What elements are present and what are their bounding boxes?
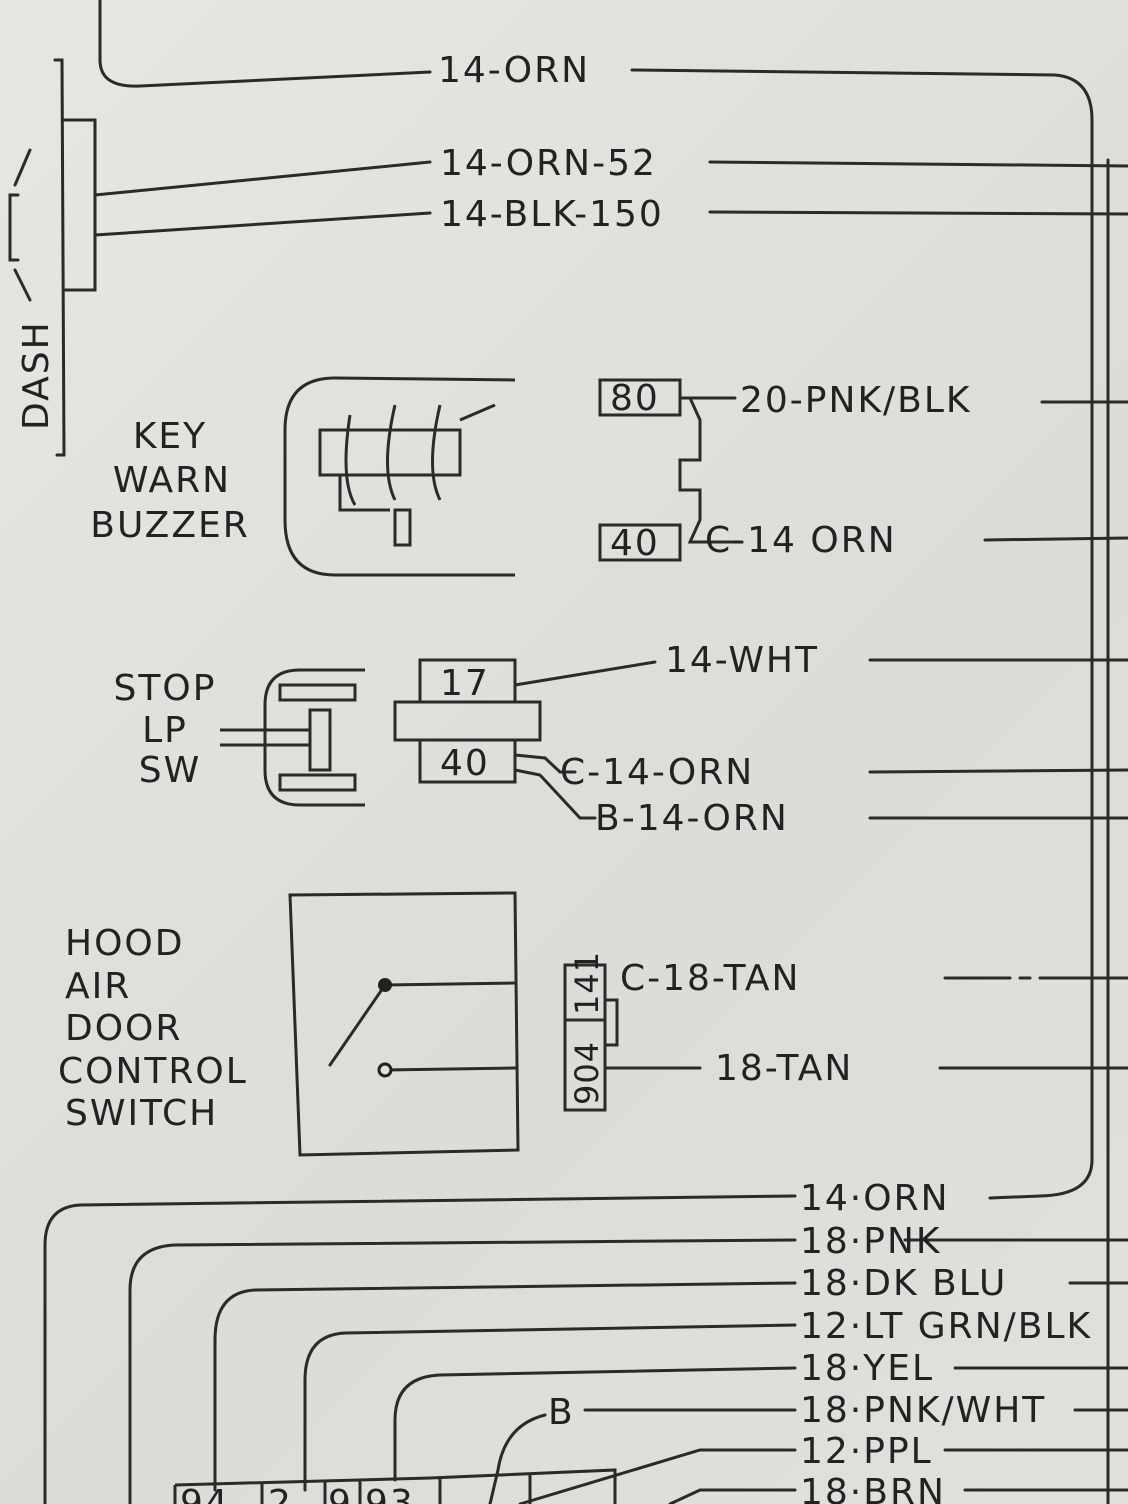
hood-label-1: HOOD: [65, 923, 184, 964]
hood-label-4: CONTROL: [58, 1051, 248, 1092]
label-bottom-0: 14·ORN: [800, 1178, 950, 1219]
label-bottom-4: 18·YEL: [800, 1348, 934, 1389]
key-warn-buzzer-label-3: BUZZER: [90, 505, 250, 546]
buzzer-coil-icon: [318, 403, 496, 547]
stop-lp-sw-label-1: STOP: [114, 668, 217, 709]
pin-40-label: 40: [610, 523, 660, 564]
wire-bottom-18-pnk: [128, 1238, 1128, 1504]
label-bottom-1: 18·PNK: [800, 1221, 942, 1262]
label-c-18-tan: C-18-TAN: [620, 958, 800, 999]
pin-17-label: 17: [440, 663, 490, 704]
label-14-wht: 14-WHT: [665, 640, 819, 681]
label-bottom-2: 18·DK BLU: [800, 1263, 1007, 1304]
pin-40-stop-label: 40: [440, 743, 490, 784]
wire-14-wht: [513, 658, 1128, 687]
label-bottom-6: 12·PPL: [800, 1431, 933, 1472]
wire-14-orn-52: [93, 160, 1128, 197]
hood-label-2: AIR: [65, 966, 131, 1007]
label-bottom-7: 18·BRN: [800, 1472, 946, 1504]
label-14-orn-top: 14-ORN: [438, 50, 590, 91]
pin-93-label: 93: [365, 1483, 415, 1504]
wire-c-14-orn-stop: [513, 753, 1128, 820]
stop-lp-sw-label-3: SW: [139, 750, 201, 791]
pin-2-label: 2: [268, 1483, 293, 1504]
wire-bottom-b: [488, 1408, 1128, 1504]
label-18-tan: 18-TAN: [715, 1048, 853, 1089]
pin-904-label: 904: [568, 1041, 606, 1105]
stop-lamp-switch-icon: [220, 668, 365, 807]
key-warn-buzzer-label-2: WARN: [113, 460, 231, 501]
connector-141-904: [563, 963, 607, 1112]
wire-bottom-18-dk-blu: [213, 1281, 1128, 1492]
label-14-orn-52: 14-ORN-52: [440, 143, 657, 184]
wire-14-orn-top: [98, 0, 432, 88]
label-bottom-5: 18·PNK/WHT: [800, 1390, 1046, 1431]
pin-80-label: 80: [610, 378, 660, 419]
wire-bottom-12-ppl: [518, 1448, 1128, 1504]
wire-bottom-18-brn: [668, 1488, 1128, 1504]
connector-body: [393, 700, 542, 742]
wire-bottom-12-lt-grn-blk: [303, 1323, 797, 1492]
hood-label-5: SWITCH: [65, 1093, 218, 1134]
dash-label: DASH: [16, 320, 57, 430]
pin-141-label: 141: [568, 951, 606, 1015]
connector-pin-40: [598, 523, 682, 562]
pin-94-label: 94: [180, 1483, 230, 1504]
wire-14-orn-loop: [630, 68, 1094, 1200]
hood-label-3: DOOR: [65, 1008, 182, 1049]
label-c-14-orn-buzzer: C-14 ORN: [705, 520, 897, 561]
buzzer-body: [283, 376, 516, 577]
connector-pin-40-stop: [418, 738, 517, 784]
label-bottom-3: 12·LT GRN/BLK: [800, 1306, 1092, 1347]
label-b: B: [548, 1392, 575, 1433]
buzzer-connector-bracket: [678, 396, 742, 544]
stop-lp-sw-label-2: LP: [142, 710, 188, 751]
hood-switch-contacts-icon: [328, 981, 517, 1072]
wire-bottom-18-yel: [393, 1366, 1128, 1482]
connector-divider: [563, 998, 619, 1047]
label-14-blk-150: 14-BLK-150: [440, 194, 664, 235]
contact-open-dot: [377, 1062, 393, 1078]
wire-bottom-14-orn: [43, 1194, 797, 1504]
wire-14-blk-150: [93, 210, 1128, 237]
label-b-14-orn: B-14-ORN: [595, 798, 789, 839]
wire-c-14-orn-buzzer: [983, 536, 1128, 542]
hood-switch-box: [288, 891, 520, 1157]
contact-closed-dot: [378, 978, 392, 992]
pin-9-label: 9: [328, 1483, 353, 1504]
key-warn-buzzer-label-1: KEY: [133, 416, 207, 457]
bottom-connector: [173, 1468, 617, 1504]
label-c-14-orn-stop: C-14-ORN: [560, 752, 754, 793]
bottom-harness: [43, 1194, 1128, 1504]
dash-bracket: [8, 58, 97, 457]
label-20-pnk-blk: 20-PNK/BLK: [740, 380, 972, 421]
